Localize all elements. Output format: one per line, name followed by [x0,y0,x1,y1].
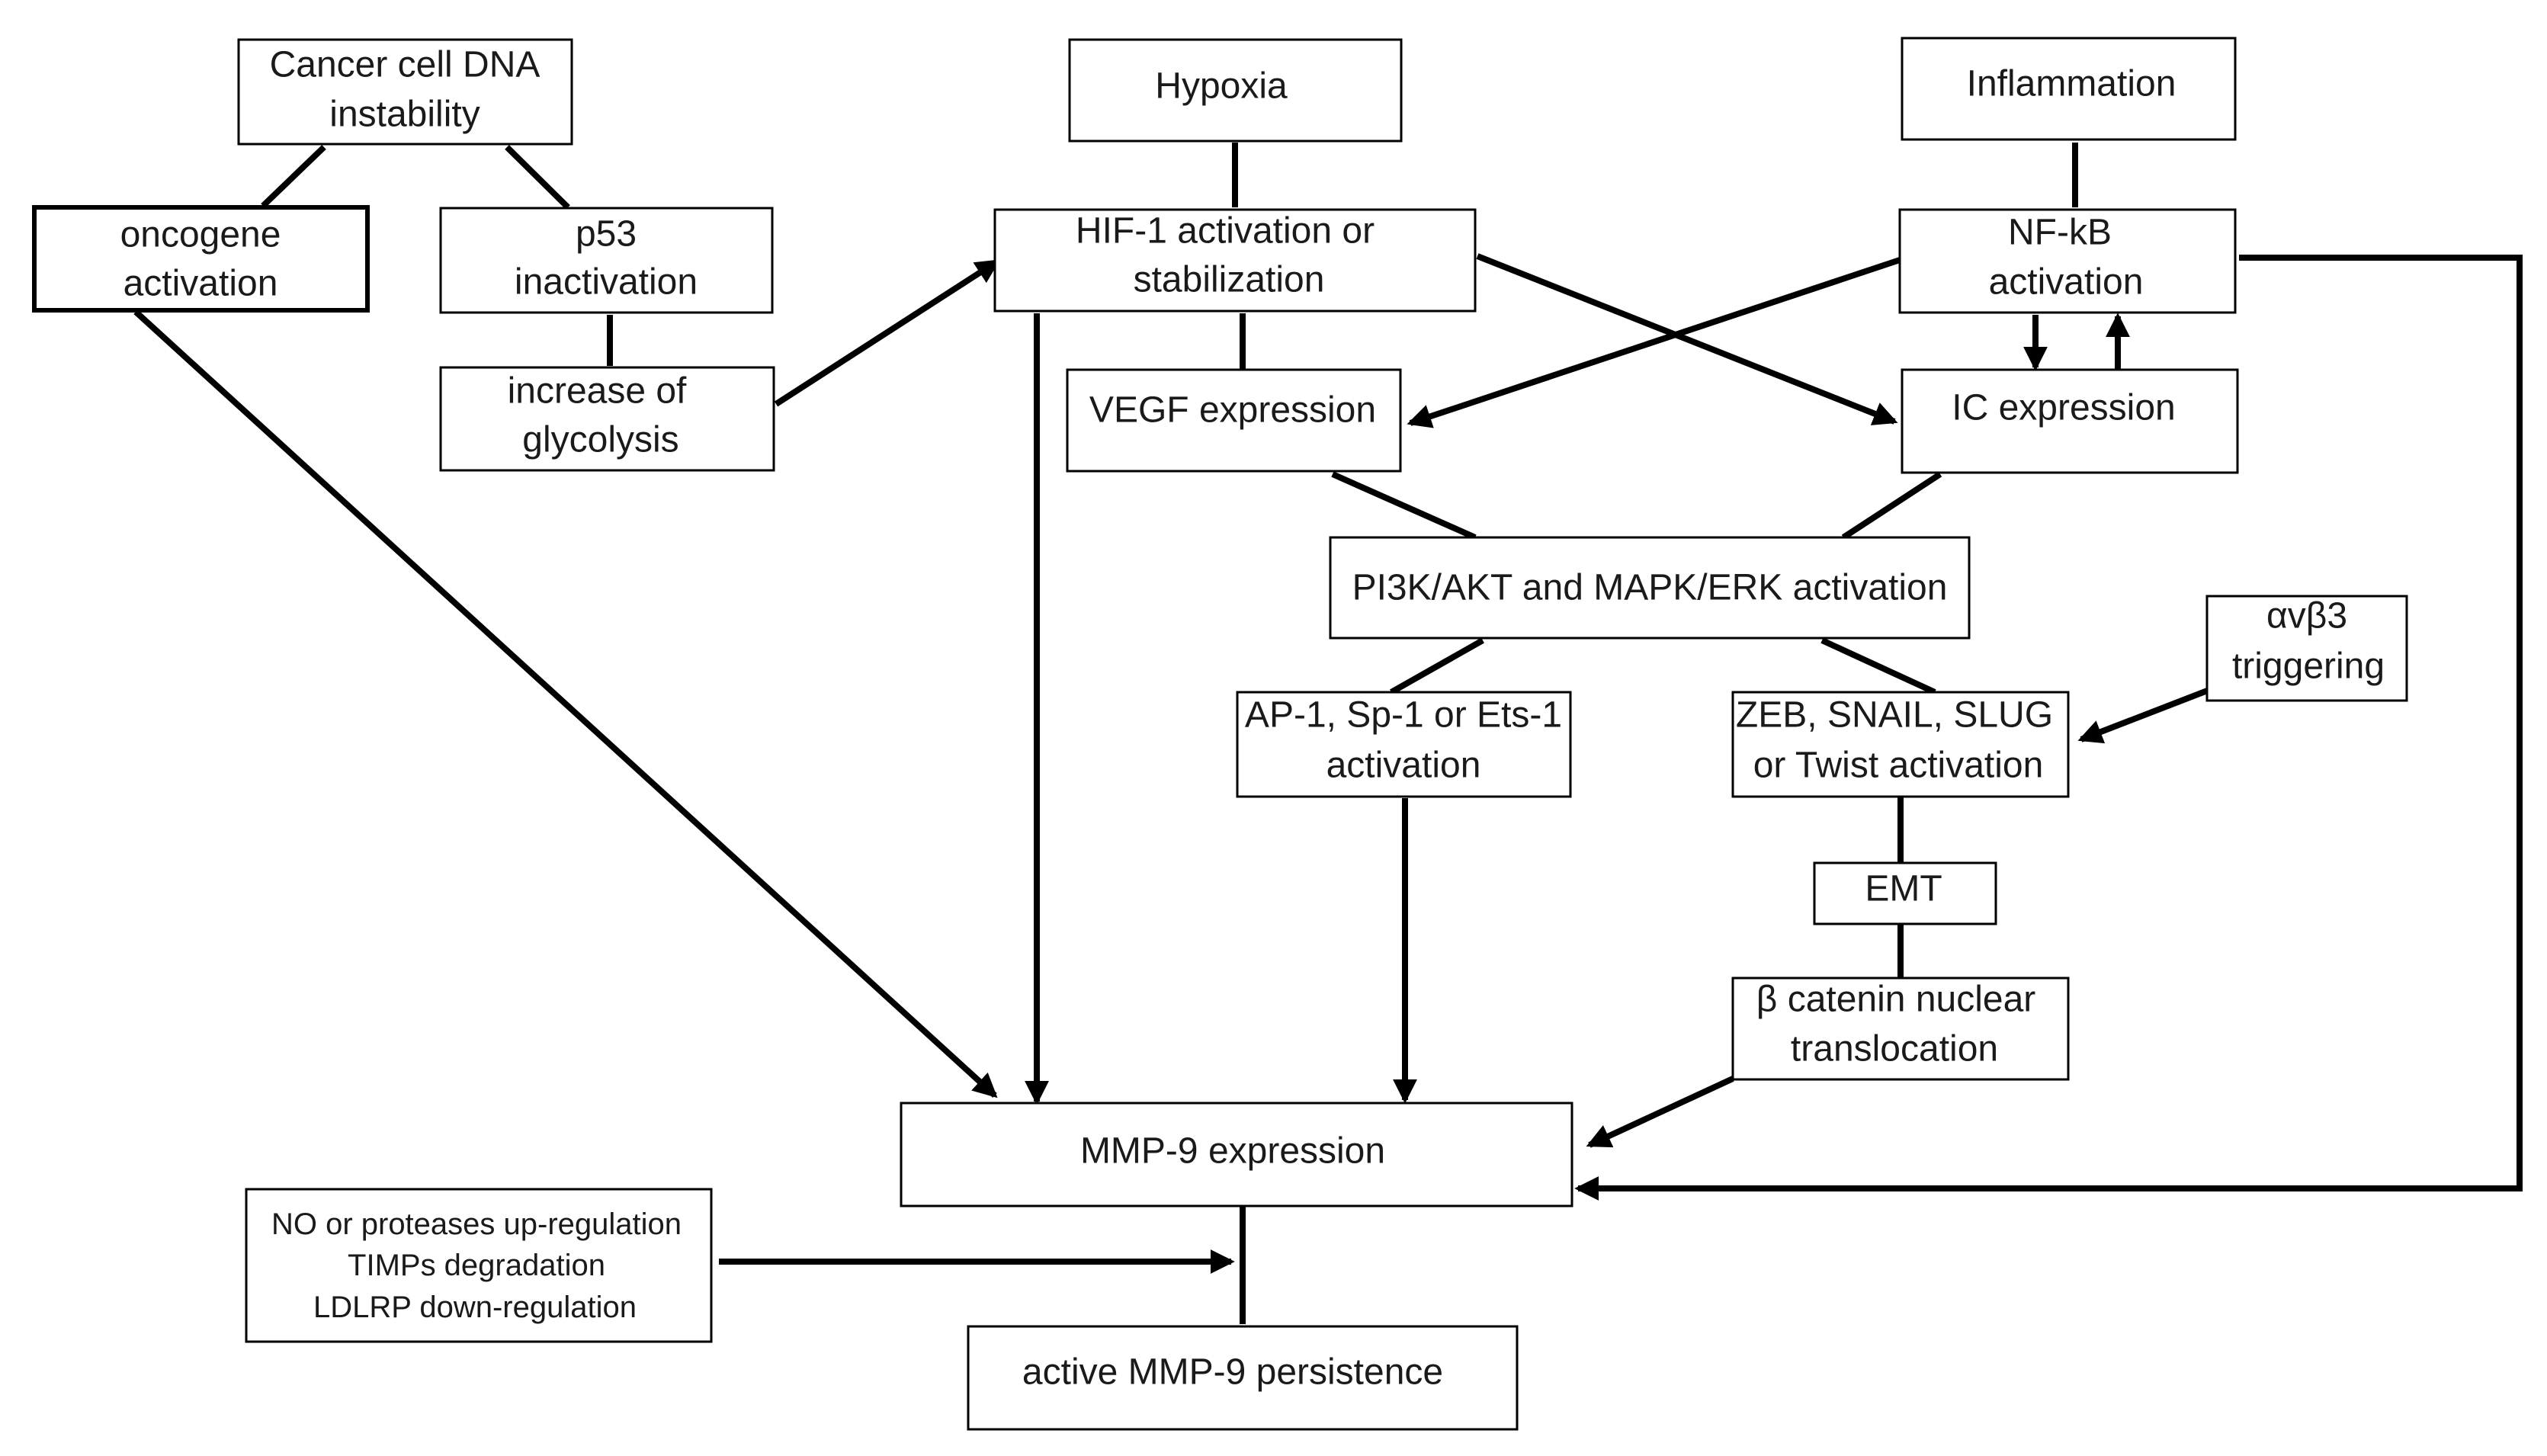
node-pi3k-akt-mapk-erk: PI3K/AKT and MAPK/ERK activation [1329,536,1971,640]
node-ic-expression: IC expression [1901,368,2239,474]
node-beta-catenin-line-2: translocation [1791,1029,1998,1070]
node-hypoxia: Hypoxia [1068,38,1403,143]
node-vegf-expression-line-1: VEGF expression [1089,390,1376,431]
node-hif-1-line-2: stabilization [1134,260,1325,300]
node-avb3-triggering: αvβ3 triggering [2205,595,2408,702]
node-emt-line-1: EMT [1865,869,1942,909]
edge-glycolysis-hif [774,258,1001,407]
edge-oncogene-mmp9 [133,309,998,1098]
node-no-proteases-timps-ldlrp-line-1: NO or proteases up-regulation [271,1207,682,1241]
node-p53-inactivation: p53 inactivation [439,207,774,314]
node-oncogene-activation-line-1: oncogene [120,215,281,255]
node-hif-1: HIF-1 activation or stabilization [993,208,1477,313]
node-ic-expression-line-1: IC expression [1952,388,2175,428]
edge-dna-oncogene [261,145,326,208]
node-inflammation-line-1: Inflammation [1967,64,2176,104]
node-mmp9-expression-line-1: MMP-9 expression [1080,1131,1385,1172]
node-hypoxia-line-1: Hypoxia [1155,66,1288,107]
edge-avb3-zeb [2077,687,2211,744]
node-nfkb-activation-line-1: NF-kB [2008,213,2112,253]
node-zeb-snail-slug-twist-line-2: or Twist activation [1753,746,2044,786]
edge-vegf-pi3k [1331,471,1477,540]
node-dna-instability-line-1: Cancer cell DNA [270,45,541,85]
node-emt: EMT [1813,861,1997,925]
node-nfkb-activation-line-2: activation [1989,262,2144,303]
node-glycolysis-line-2: glycolysis [522,420,678,460]
node-ap1-sp1-ets1: AP-1, Sp-1 or Ets-1 activation [1236,691,1572,798]
edge-bcat-mmp9 [1586,1076,1734,1148]
node-nfkb-activation: NF-kB activation [1898,208,2237,314]
node-glycolysis-line-1: increase of [508,371,687,412]
edge-nfkb-vegf [1407,256,1904,428]
edge-pi3k-zeb [1820,637,1936,695]
node-oncogene-activation: oncogene activation [32,205,370,313]
node-no-proteases-timps-ldlrp-line-3: LDLRP down-regulation [313,1291,637,1324]
edge-nfkb-mmp9 [1574,255,2523,1201]
node-vegf-expression: VEGF expression [1066,368,1402,473]
node-zeb-snail-slug-twist: ZEB, SNAIL, SLUG or Twist activation [1731,691,2070,798]
nodes: Cancer cell DNA instability oncogene act… [32,37,2408,1431]
node-active-mmp9-persistence: active MMP-9 persistence [967,1325,1519,1431]
node-avb3-triggering-line-2: triggering [2232,646,2385,687]
node-no-proteases-timps-ldlrp-line-2: TIMPs degradation [348,1249,605,1282]
edge-ic-pi3k [1841,471,1942,540]
node-inflammation: Inflammation [1901,37,2237,141]
node-glycolysis: increase of glycolysis [439,366,775,472]
node-p53-inactivation-line-2: inactivation [515,262,698,303]
node-ap1-sp1-ets1-line-1: AP-1, Sp-1 or Ets-1 [1245,695,1562,736]
edge-hif-ic [1476,253,1898,425]
node-dna-instability: Cancer cell DNA instability [237,38,573,146]
edges [133,143,2523,1324]
node-p53-inactivation-line-1: p53 [576,214,637,255]
node-avb3-triggering-line-1: αvβ3 [2266,596,2347,637]
node-dna-instability-line-2: instability [329,95,480,135]
node-active-mmp9-persistence-line-1: active MMP-9 persistence [1022,1352,1443,1393]
edge-dna-p53 [505,145,570,210]
node-ap1-sp1-ets1-line-2: activation [1326,746,1481,786]
node-beta-catenin-line-1: β catenin nuclear [1756,980,2036,1020]
node-beta-catenin: β catenin nuclear translocation [1731,977,2070,1081]
edge-pi3k-ap1 [1390,637,1484,695]
node-oncogene-activation-line-2: activation [124,264,278,304]
node-zeb-snail-slug-twist-line-1: ZEB, SNAIL, SLUG [1736,695,2053,736]
node-no-proteases-timps-ldlrp: NO or proteases up-regulation TIMPs degr… [245,1188,713,1343]
node-pi3k-akt-mapk-erk-line-1: PI3K/AKT and MAPK/ERK activation [1352,568,1948,608]
node-hif-1-line-1: HIF-1 activation or [1076,211,1375,252]
node-mmp9-expression: MMP-9 expression [900,1102,1573,1207]
